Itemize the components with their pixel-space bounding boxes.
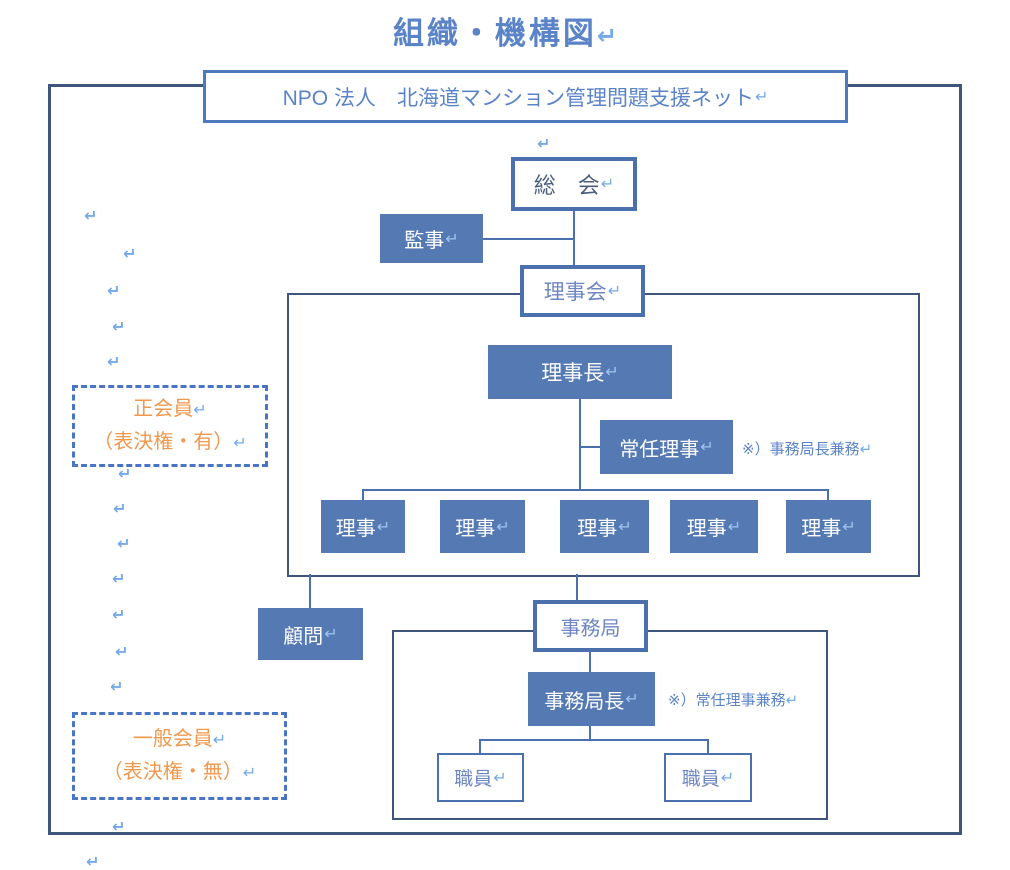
org-node-director-5: 理事↵ (786, 500, 871, 553)
paragraph-mark-icon: ↵ (618, 518, 632, 536)
paragraph-mark-icon: ↵ (84, 208, 98, 225)
org-node-label: 事務局長 (544, 690, 625, 713)
paragraph-mark-icon: ↵ (110, 679, 124, 696)
note-text: ※）事務局長兼務 (742, 441, 860, 458)
org-node-director-4: 理事↵ (670, 500, 758, 553)
org-node-npo-label: NPO 法人 北海道マンション管理問題支援ネット (282, 86, 754, 110)
paragraph-mark-icon: ↵ (112, 571, 126, 588)
org-node-general-assembly: 総 会↵ (511, 157, 637, 211)
paragraph-mark-icon: ↵ (107, 283, 121, 300)
org-node-label: 職員 (454, 769, 493, 790)
connector-line (309, 574, 311, 609)
paragraph-mark-icon: ↵ (193, 402, 207, 419)
org-node-secretary-general: 事務局長↵ (528, 672, 655, 726)
connector-line (589, 726, 591, 740)
connector-line (576, 574, 578, 601)
connector-line (707, 739, 709, 754)
paragraph-mark-icon: ↵ (842, 518, 856, 536)
org-node-label: 理事 (801, 518, 842, 540)
paragraph-mark-icon: ↵ (115, 644, 129, 661)
paragraph-mark-icon: ↵ (785, 692, 799, 709)
org-node-npo: NPO 法人 北海道マンション管理問題支援ネット↵ (203, 70, 848, 123)
connector-line (362, 489, 829, 491)
paragraph-mark-icon: ↵ (212, 732, 227, 749)
note-standing-director: ※）事務局長兼務↵ (742, 438, 872, 459)
connector-line (362, 489, 364, 501)
paragraph-mark-icon: ↵ (607, 283, 622, 300)
paragraph-mark-icon: ↵ (324, 626, 338, 643)
org-node-chairman: 理事長↵ (488, 345, 672, 399)
connector-line (579, 446, 602, 448)
connector-line (589, 651, 591, 673)
paragraph-mark-icon: ↵ (113, 501, 127, 518)
paragraph-mark-icon: ↵ (112, 819, 126, 836)
connector-line (479, 739, 481, 754)
org-node-director-2: 理事↵ (440, 500, 525, 553)
member-box-line2: （表決権・有）↵ (93, 431, 247, 453)
org-node-label: 常任理事 (619, 438, 700, 461)
paragraph-mark-icon: ↵ (112, 319, 126, 336)
page-title-text: 組織・機構図 (392, 16, 597, 51)
paragraph-mark-icon: ↵ (123, 246, 137, 263)
page-title: 組織・機構図↵ (0, 8, 1010, 53)
org-node-standing-director: 常任理事↵ (600, 420, 733, 474)
paragraph-mark-icon: ↵ (376, 518, 391, 536)
org-node-staff-1: 職員↵ (437, 753, 524, 802)
paragraph-mark-icon: ↵ (86, 854, 100, 870)
paragraph-mark-icon: ↵ (727, 518, 742, 536)
org-node-label: 理事会 (543, 281, 607, 304)
org-node-board: 理事会↵ (520, 265, 645, 317)
org-node-label: 職員 (681, 769, 720, 790)
paragraph-mark-icon: ↵ (600, 176, 615, 193)
org-node-label: 総 会 (533, 173, 600, 198)
org-node-label: 理事 (335, 518, 376, 540)
org-node-director-3: 理事↵ (560, 500, 649, 553)
member-box-line1: 正会員↵ (133, 398, 207, 420)
member-box-regular: 正会員↵ （表決権・有）↵ (72, 385, 268, 467)
paragraph-mark-icon: ↵ (596, 23, 618, 50)
member-box-line2: （表決権・無）↵ (102, 761, 257, 783)
org-node-label: 監事 (404, 230, 445, 252)
org-node-label: 事務局 (560, 617, 621, 640)
paragraph-mark-icon: ↵ (107, 354, 121, 371)
paragraph-mark-icon: ↵ (118, 466, 132, 483)
paragraph-mark-icon: ↵ (700, 439, 714, 456)
connector-line (827, 489, 829, 501)
paragraph-mark-icon: ↵ (493, 769, 507, 787)
paragraph-mark-icon: ↵ (625, 691, 639, 708)
org-node-label: 理事 (455, 518, 496, 540)
paragraph-mark-icon: ↵ (445, 230, 459, 248)
org-node-secretariat: 事務局 (533, 600, 648, 652)
paragraph-mark-icon: ↵ (754, 88, 769, 106)
org-node-advisor: 顧問↵ (258, 608, 363, 660)
org-node-label: 理事 (686, 518, 727, 540)
paragraph-mark-icon: ↵ (859, 441, 873, 458)
member-box-line1: 一般会員↵ (132, 728, 227, 750)
paragraph-mark-icon: ↵ (537, 136, 551, 153)
connector-line (483, 238, 575, 240)
note-text: ※）常任理事兼務 (668, 692, 786, 709)
org-node-auditor: 監事↵ (380, 214, 483, 263)
org-node-staff-2: 職員↵ (664, 753, 752, 802)
org-node-label: 理事長 (541, 362, 605, 385)
paragraph-mark-icon: ↵ (117, 536, 131, 553)
paragraph-mark-icon: ↵ (112, 607, 126, 624)
paragraph-mark-icon: ↵ (496, 518, 510, 536)
connector-line (479, 739, 709, 741)
paragraph-mark-icon: ↵ (242, 765, 257, 782)
org-node-label: 顧問 (283, 625, 324, 648)
paragraph-mark-icon: ↵ (605, 364, 619, 381)
paragraph-mark-icon: ↵ (233, 435, 247, 452)
org-node-director-1: 理事↵ (321, 500, 405, 553)
member-box-general: 一般会員↵ （表決権・無）↵ (72, 712, 287, 800)
org-node-label: 理事 (577, 518, 618, 540)
connector-line (579, 399, 581, 491)
note-secretary-general: ※）常任理事兼務↵ (668, 689, 798, 710)
paragraph-mark-icon: ↵ (720, 769, 735, 787)
